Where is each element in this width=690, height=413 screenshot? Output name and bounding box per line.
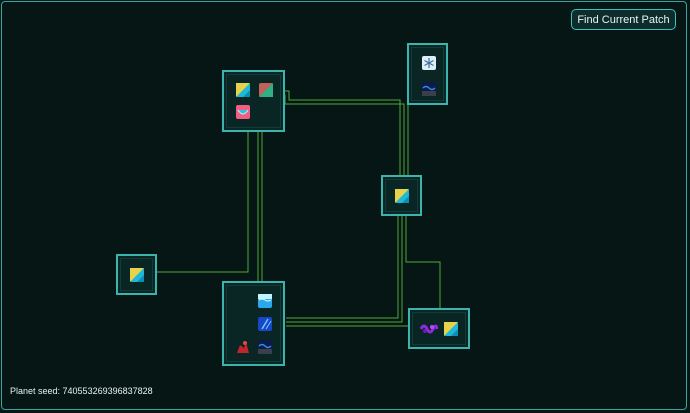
patch-vents-mid[interactable] bbox=[381, 175, 422, 216]
patch-inner bbox=[226, 74, 281, 128]
deep-water-icon bbox=[422, 82, 436, 96]
link-tidepool-abyss bbox=[157, 131, 249, 273]
ocean-surface-icon bbox=[258, 294, 272, 308]
patch-cave-east[interactable] bbox=[408, 308, 470, 349]
producer-icon bbox=[236, 83, 250, 97]
link-vents-cave bbox=[405, 214, 441, 309]
purple-organism-icon bbox=[420, 324, 438, 334]
patch-ice-shelf[interactable] bbox=[407, 43, 448, 105]
planet-seed-label: Planet seed: 7405532693968378​28 bbox=[10, 386, 153, 396]
link-vents-abyss bbox=[286, 214, 399, 319]
patch-inner bbox=[411, 47, 444, 101]
membrane-icon bbox=[236, 105, 250, 119]
epipelagic-icon bbox=[258, 317, 272, 331]
producer-icon bbox=[444, 322, 458, 336]
find-current-patch-button[interactable]: Find Current Patch bbox=[571, 9, 676, 30]
patch-surface-west[interactable] bbox=[116, 254, 157, 295]
patch-inner bbox=[385, 179, 418, 212]
patch-tidepool[interactable] bbox=[222, 70, 285, 132]
patch-inner bbox=[412, 312, 466, 345]
producer-icon bbox=[395, 189, 409, 203]
producer-icon bbox=[130, 268, 144, 282]
link-vents-abyss-b bbox=[286, 214, 403, 323]
patch-inner bbox=[226, 285, 281, 362]
seafloor-icon bbox=[258, 340, 272, 354]
patch-inner bbox=[120, 258, 153, 291]
vent-icon bbox=[237, 341, 249, 353]
snowflake-icon bbox=[422, 56, 436, 70]
patch-abyss-cluster[interactable] bbox=[222, 281, 285, 366]
chemoplast-icon bbox=[259, 83, 273, 97]
link-tidepool-vents-b bbox=[276, 94, 405, 176]
